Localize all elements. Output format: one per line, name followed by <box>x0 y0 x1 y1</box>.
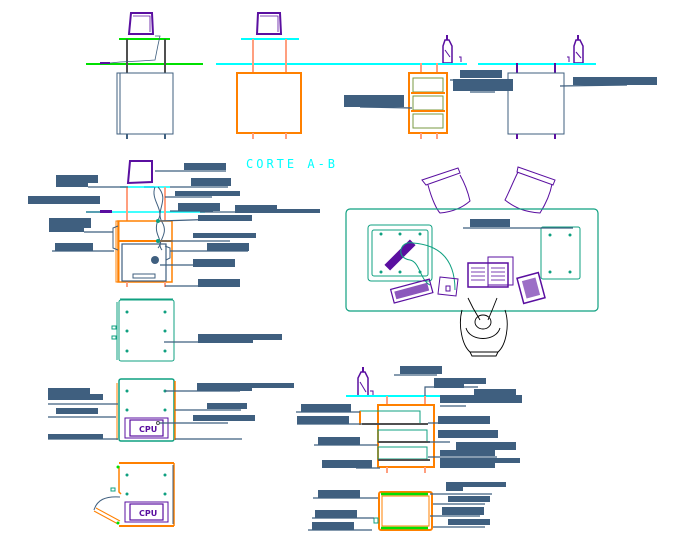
redacted-label <box>573 77 657 85</box>
redacted-label <box>193 259 235 267</box>
redacted-label <box>318 437 360 445</box>
phone-icon <box>516 271 546 305</box>
redacted-label <box>322 460 372 468</box>
redacted-label <box>318 490 360 498</box>
redacted-label <box>440 458 520 463</box>
plan-workstation <box>345 166 599 357</box>
redacted-label <box>297 416 349 424</box>
redacted-label <box>191 178 231 186</box>
cpu-label: CPU <box>139 425 157 434</box>
redacted-label <box>453 79 513 91</box>
redacted-label <box>448 519 490 525</box>
redacted-label <box>56 175 98 183</box>
redacted-label <box>197 383 294 388</box>
monitor-icon <box>126 160 154 188</box>
redacted-label <box>344 95 404 107</box>
redacted-label <box>438 430 498 438</box>
elevation-1 <box>86 12 203 139</box>
redacted-label <box>48 388 90 394</box>
redacted-label <box>198 279 240 287</box>
bottle-icon <box>442 35 462 64</box>
redacted-label <box>207 243 249 251</box>
redacted-label <box>56 408 98 414</box>
redacted-label <box>193 415 255 421</box>
elevation-drawers <box>296 366 522 473</box>
monitor-icon <box>127 12 155 40</box>
section-title: CORTE A-B <box>246 157 338 171</box>
redacted-label <box>49 218 91 228</box>
elevation-2 <box>216 12 330 139</box>
elevation-4 <box>478 35 657 139</box>
redacted-label <box>184 163 226 170</box>
section-ab <box>28 160 320 300</box>
redacted-label <box>438 416 490 424</box>
plan-drawer <box>308 482 506 531</box>
redacted-label <box>434 378 486 384</box>
redacted-label <box>235 205 277 211</box>
plan-cpu-1: CPU <box>48 378 294 442</box>
redacted-label <box>178 203 220 211</box>
cabinet <box>116 72 174 135</box>
chair-icon <box>421 167 471 214</box>
redacted-label <box>312 522 354 530</box>
redacted-label <box>400 366 442 374</box>
redacted-label <box>315 510 357 518</box>
bottle-icon <box>357 367 374 397</box>
cabinet <box>236 72 302 134</box>
power-button-icon <box>151 256 159 264</box>
redacted-label <box>55 243 93 251</box>
chair-icon <box>504 166 556 214</box>
plan-cpu-2: CPU <box>93 462 175 527</box>
user-icon <box>459 297 508 357</box>
monitor-icon <box>255 12 283 40</box>
plan-cabinet <box>111 299 282 362</box>
redacted-label <box>460 70 502 78</box>
mouse-icon <box>437 276 459 297</box>
cpu-label: CPU <box>139 509 157 518</box>
redacted-label <box>28 196 100 204</box>
redacted-label <box>301 404 351 412</box>
elevation-3 <box>330 35 513 139</box>
redacted-label <box>175 191 240 196</box>
keyboard-icon <box>389 278 434 304</box>
keyboard-icon <box>384 239 416 271</box>
redacted-label <box>207 403 247 409</box>
desk-outline <box>345 208 599 312</box>
redacted-label <box>198 334 282 340</box>
redacted-label <box>193 233 256 238</box>
redacted-label <box>446 482 506 487</box>
redacted-label <box>448 496 490 502</box>
bottle-icon <box>567 35 584 64</box>
documents-icon <box>467 256 514 288</box>
redacted-label <box>198 215 252 221</box>
redacted-label <box>474 389 516 395</box>
redacted-label <box>456 442 516 450</box>
redacted-label <box>470 219 510 227</box>
redacted-label <box>442 507 484 515</box>
redacted-label <box>48 434 103 439</box>
